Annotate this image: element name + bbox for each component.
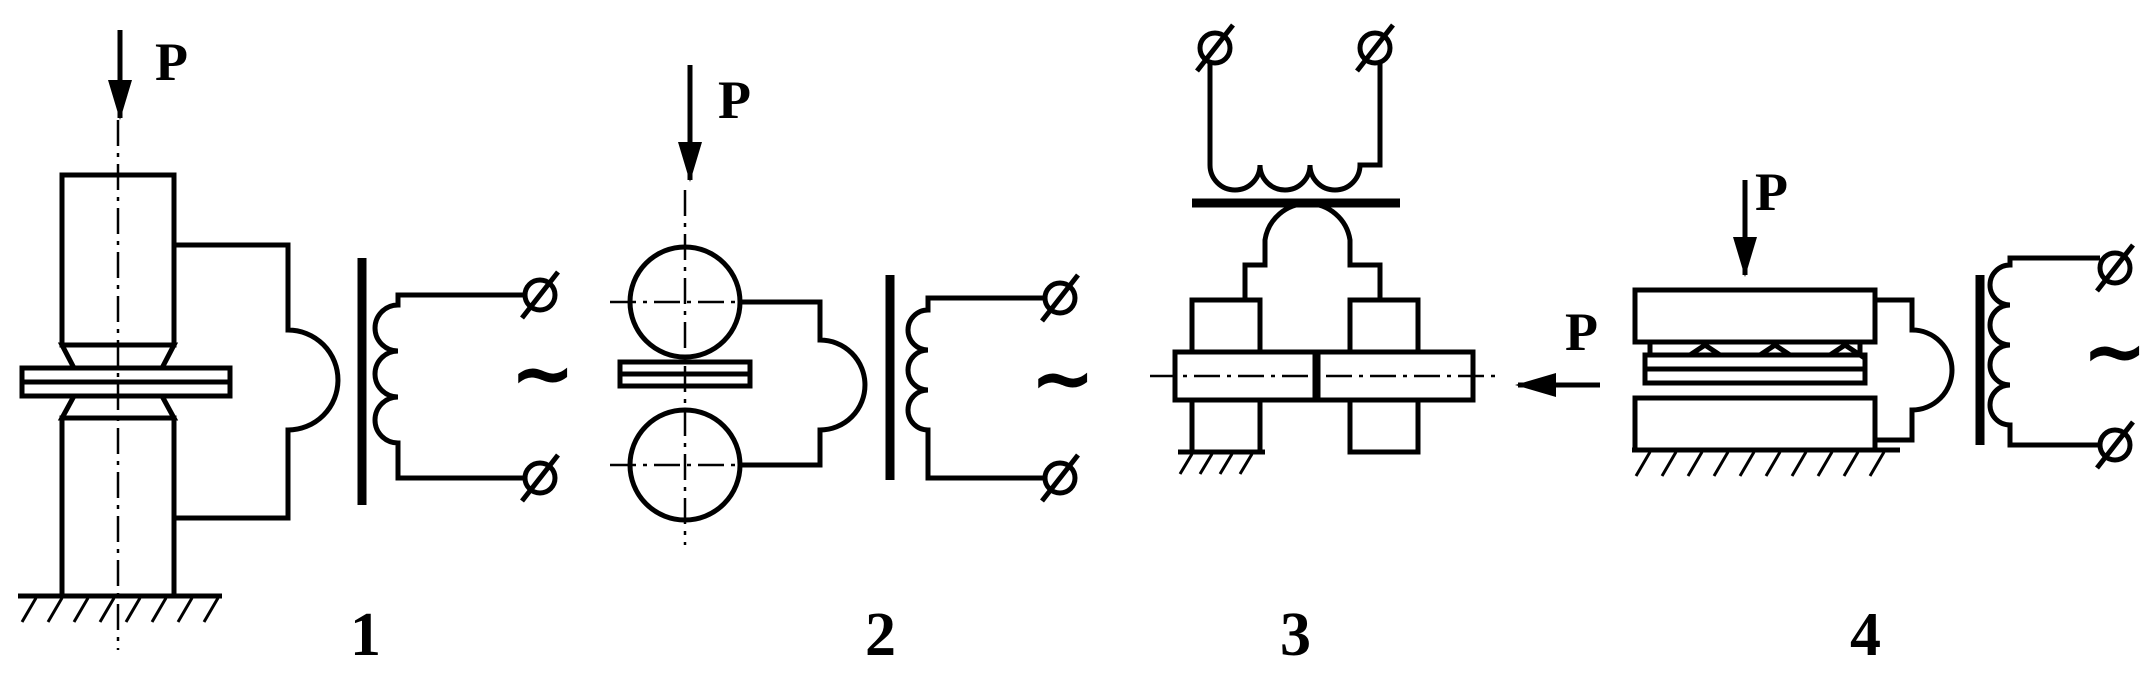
terminal-bottom-1 — [522, 460, 558, 496]
lower-plate-electrode-4 — [1632, 395, 1878, 453]
primary-coil-4 — [1987, 255, 2080, 448]
force-arrowhead-4 — [1733, 237, 1757, 277]
terminal-top-4 — [2097, 250, 2133, 286]
scheme-1-spot-welding: P ~ 1 — [18, 30, 575, 669]
terminal-right-3 — [1357, 30, 1393, 66]
force-label-1: P — [155, 32, 188, 92]
force-label-2: P — [718, 70, 751, 130]
ac-symbol-1: ~ — [510, 329, 575, 419]
secondary-circuit-2 — [740, 299, 868, 468]
terminal-top-1 — [522, 277, 558, 313]
force-arrowhead-3 — [1515, 373, 1556, 397]
scheme-number-4: 4 — [1850, 601, 1881, 669]
ground-hatch-3 — [1178, 453, 1254, 475]
secondary-circuit-4 — [1875, 297, 1955, 443]
force-arrowhead-2 — [678, 142, 702, 182]
terminal-top-2 — [1042, 280, 1078, 316]
clamp-upper-right-3 — [1347, 297, 1421, 355]
secondary-circuit-3 — [1242, 201, 1383, 300]
primary-coil-3 — [1207, 63, 1383, 193]
scheme-number-1: 1 — [350, 601, 381, 669]
primary-coil-2 — [905, 295, 1010, 481]
terminal-left-3 — [1197, 30, 1233, 66]
scheme-number-3: 3 — [1280, 601, 1311, 669]
workpiece-bottom-4 — [1642, 366, 1868, 386]
ground-hatch-1 — [20, 597, 220, 623]
clamp-upper-left-3 — [1189, 297, 1263, 355]
upper-plate-electrode-4 — [1632, 287, 1878, 345]
terminal-bottom-2 — [1042, 460, 1078, 496]
clamp-lower-right-3 — [1347, 397, 1421, 455]
scheme-3-butt-welding: P 3 — [1150, 23, 1600, 669]
scheme-2-seam-welding: P ~ 2 — [610, 65, 1095, 669]
terminal-bottom-4 — [2097, 427, 2133, 463]
force-label-3: P — [1565, 302, 1598, 362]
clamp-lower-left-3 — [1189, 397, 1263, 455]
force-label-4: P — [1755, 162, 1788, 222]
ground-hatch-4 — [1634, 451, 1886, 477]
scheme-number-2: 2 — [865, 601, 896, 669]
primary-coil-1 — [372, 292, 470, 481]
ac-symbol-2: ~ — [1030, 334, 1095, 424]
secondary-circuit-1 — [174, 242, 341, 521]
scheme-4-projection-welding: P ~ 4 — [1632, 162, 2147, 669]
ac-symbol-4: ~ — [2082, 307, 2147, 397]
force-arrowhead-1 — [108, 80, 132, 120]
